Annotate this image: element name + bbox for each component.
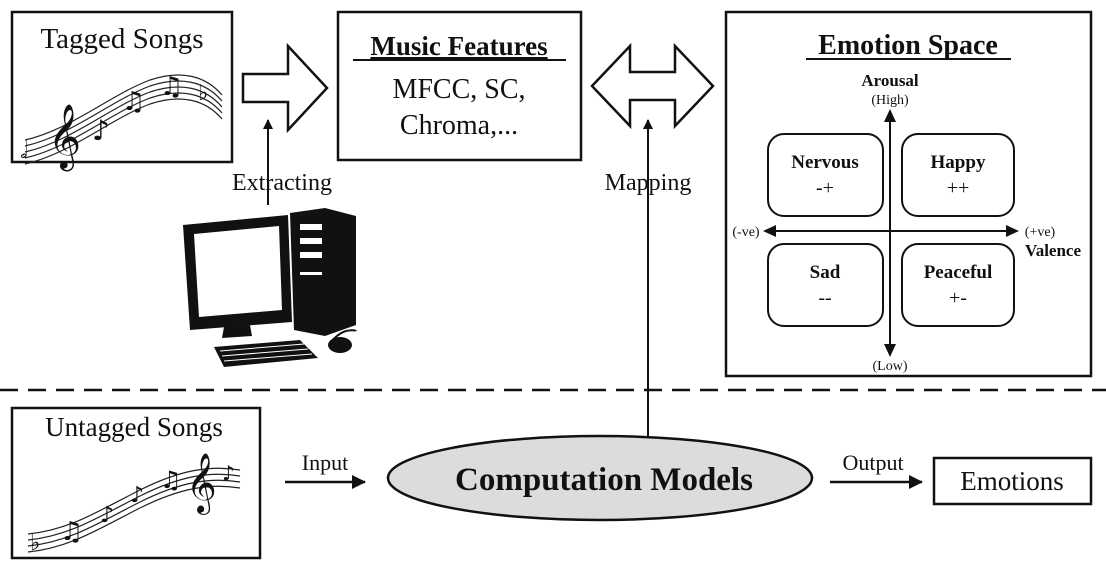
svg-text:𝅗𝅥: 𝅗𝅥 [20, 136, 28, 164]
emotions-box: Emotions [932, 456, 1093, 506]
quadrant-sad: Sad -- [767, 243, 884, 327]
svg-text:♫: ♫ [122, 87, 145, 117]
positive-valence-label: (+ve) [1025, 225, 1056, 240]
emotions-label: Emotions [960, 466, 1064, 496]
quadrant-nervous-sign: -+ [816, 177, 834, 199]
negative-valence-label: (-ve) [732, 225, 760, 240]
computation-models-title: Computation Models [455, 462, 753, 498]
emotion-space-box: Emotion Space Arousal (High) (Low) (-ve)… [724, 10, 1093, 378]
svg-text:𝄞: 𝄞 [186, 453, 217, 515]
mapping-label: Mapping [605, 170, 692, 196]
music-features-title: Music Features [370, 31, 547, 61]
quadrant-nervous-name: Nervous [791, 152, 859, 173]
svg-text:♪: ♪ [92, 114, 110, 147]
quadrant-sad-sign: -- [818, 287, 831, 309]
svg-text:♫: ♫ [160, 466, 182, 494]
output-label: Output [842, 450, 903, 475]
computation-models-ellipse: Computation Models [386, 434, 814, 522]
untagged-songs-box: Untagged Songs ♭ ♫ ♪ ♪ ♫ 𝄞 ♪ [10, 406, 262, 560]
hollow-double-arrow [590, 42, 715, 130]
untagged-songs-title: Untagged Songs [45, 412, 223, 442]
low-label: (Low) [873, 359, 908, 374]
music-features-box: Music Features MFCC, SC, Chroma,... [336, 10, 583, 162]
tagged-songs-title: Tagged Songs [40, 23, 203, 55]
emotion-space-title: Emotion Space [818, 30, 998, 61]
svg-text:♪: ♪ [222, 461, 235, 485]
svg-text:♪: ♪ [130, 483, 144, 508]
svg-text:♭: ♭ [30, 531, 40, 556]
valence-label: Valence [1025, 241, 1081, 260]
music-staff-icon: ♭ ♫ ♪ ♪ ♫ 𝄞 ♪ [27, 453, 241, 556]
quadrant-peaceful-sign: +- [949, 287, 967, 309]
music-features-line2: Chroma,... [400, 110, 518, 141]
quadrant-nervous: Nervous -+ [767, 133, 884, 217]
music-staff-icon: 𝄞 ♪ ♫ ♫ ♭ 𝅗𝅥 [20, 72, 223, 171]
svg-text:♪: ♪ [100, 503, 114, 528]
hollow-right-arrow [241, 42, 329, 134]
quadrant-peaceful-name: Peaceful [924, 262, 993, 283]
svg-text:♭: ♭ [198, 81, 208, 106]
quadrant-peaceful: Peaceful +- [901, 243, 1015, 327]
quadrant-happy: Happy ++ [901, 133, 1015, 217]
svg-text:♫: ♫ [160, 72, 183, 102]
quadrant-sad-name: Sad [810, 262, 841, 283]
svg-text:♫: ♫ [60, 517, 83, 547]
quadrant-happy-sign: ++ [947, 177, 970, 199]
input-label: Input [302, 450, 348, 475]
music-features-line1: MFCC, SC, [392, 74, 525, 105]
extracting-label: Extracting [232, 170, 332, 196]
svg-text:𝄞: 𝄞 [48, 104, 81, 171]
arousal-label: Arousal [861, 71, 919, 90]
quadrant-happy-name: Happy [931, 152, 986, 173]
tagged-songs-box: Tagged Songs 𝄞 ♪ ♫ ♫ ♭ 𝅗𝅥 [10, 10, 234, 171]
high-label: (High) [871, 93, 909, 108]
computer-icon [183, 208, 357, 367]
